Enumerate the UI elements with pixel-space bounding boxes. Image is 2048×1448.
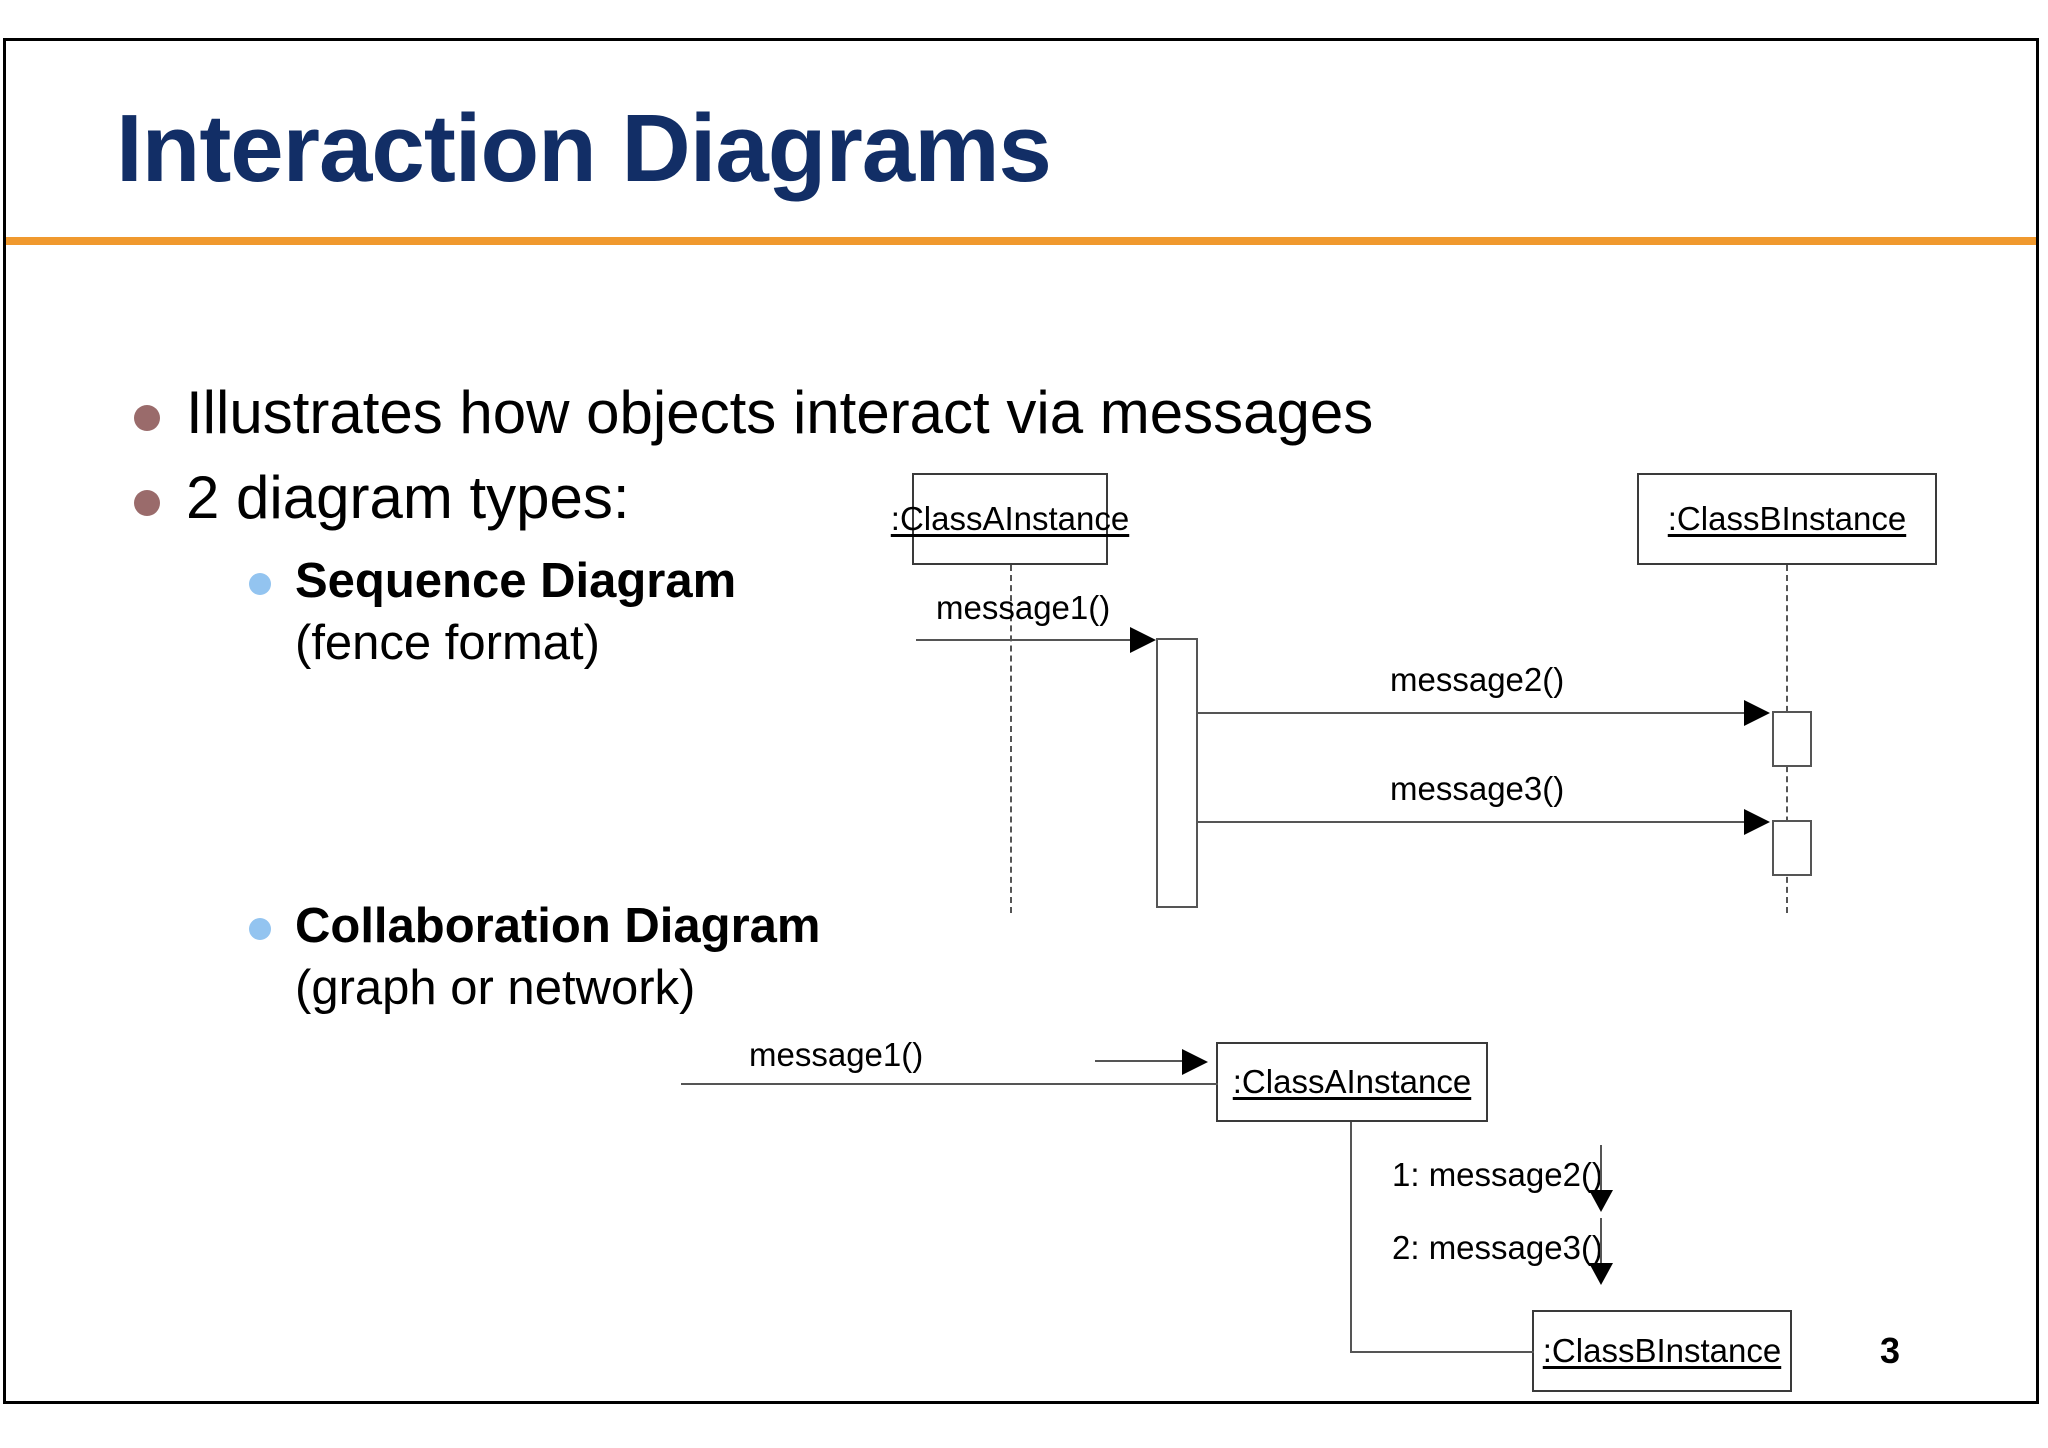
bullet-diagram-types-label: 2 diagram types: — [186, 464, 630, 531]
sequence-message2-arrowhead-icon — [1744, 700, 1770, 726]
collaboration-message2-label: 1: message2() — [1392, 1156, 1603, 1193]
title-divider-rule — [6, 237, 2036, 245]
sequence-message3-label: message3() — [1390, 770, 1565, 807]
sub-bullet-dot-icon — [249, 573, 271, 595]
bullet-collaboration-diagram: Collaboration Diagram (graph or network) — [249, 896, 820, 1019]
collaboration-message3-arrow-shaft — [1600, 1218, 1602, 1270]
collaboration-object-classB-label: :ClassBInstance — [1542, 1332, 1782, 1369]
bullet-dot-icon — [134, 405, 160, 431]
bullet-diagram-types: 2 diagram types: — [134, 466, 630, 529]
collaboration-message3-arrowhead-icon — [1589, 1263, 1613, 1285]
sequence-message3-arrowhead-icon — [1744, 809, 1770, 835]
sequence-message2-label: message2() — [1390, 661, 1565, 698]
collaboration-message2-arrow-shaft — [1600, 1145, 1602, 1197]
collaboration-message2-arrowhead-icon — [1589, 1190, 1613, 1212]
page-title: Interaction Diagrams — [116, 95, 1052, 202]
collaboration-message1-arrow-shaft — [1095, 1060, 1185, 1062]
collaboration-message3-label: 2: message3() — [1392, 1229, 1603, 1266]
sequence-activation-classB-2 — [1772, 820, 1812, 876]
sequence-message1-line — [916, 639, 1131, 641]
bullet-collaboration-diagram-title: Collaboration Diagram — [295, 899, 821, 953]
bullet-sequence-diagram-title: Sequence Diagram — [295, 554, 737, 608]
collaboration-incoming-link — [681, 1083, 1218, 1085]
bullet-sequence-diagram-text: Sequence Diagram (fence format) — [295, 551, 736, 674]
collaboration-message1-arrowhead-icon — [1182, 1049, 1208, 1075]
sequence-lifeline-classA — [1010, 565, 1012, 913]
sequence-message1-label: message1() — [936, 589, 1111, 626]
bullet-collaboration-diagram-text: Collaboration Diagram (graph or network) — [295, 896, 820, 1019]
sequence-object-classA: :ClassAInstance — [891, 473, 1129, 565]
sub-bullet-dot-icon — [249, 918, 271, 940]
bullet-sequence-diagram: Sequence Diagram (fence format) — [249, 551, 736, 674]
sequence-message2-line — [1198, 712, 1746, 714]
collaboration-link-horizontal — [1350, 1351, 1534, 1353]
sequence-object-classB-label: :ClassBInstance — [1667, 500, 1907, 537]
page-number: 3 — [1880, 1330, 1901, 1371]
sequence-message3-line — [1198, 821, 1746, 823]
sequence-object-classB: :ClassBInstance — [1637, 473, 1937, 565]
collaboration-object-classA-label: :ClassAInstance — [1232, 1063, 1472, 1100]
bullet-illustrates-label: Illustrates how objects interact via mes… — [186, 379, 1374, 446]
bullet-illustrates: Illustrates how objects interact via mes… — [134, 381, 1373, 444]
sequence-activation-classA — [1156, 638, 1198, 908]
bullet-sequence-diagram-subtitle: (fence format) — [295, 615, 600, 670]
sequence-message1-arrowhead-icon — [1130, 627, 1156, 653]
collaboration-message1-label: message1() — [749, 1036, 924, 1073]
bullet-collaboration-diagram-subtitle: (graph or network) — [295, 960, 696, 1015]
collaboration-object-classB: :ClassBInstance — [1532, 1310, 1792, 1392]
sequence-object-classA-label: :ClassAInstance — [890, 500, 1130, 537]
collaboration-link-vertical — [1350, 1122, 1352, 1352]
bullet-dot-icon — [134, 490, 160, 516]
slide-frame: Interaction Diagrams Illustrates how obj… — [3, 38, 2039, 1404]
sequence-activation-classB-1 — [1772, 711, 1812, 767]
collaboration-object-classA: :ClassAInstance — [1216, 1042, 1488, 1122]
